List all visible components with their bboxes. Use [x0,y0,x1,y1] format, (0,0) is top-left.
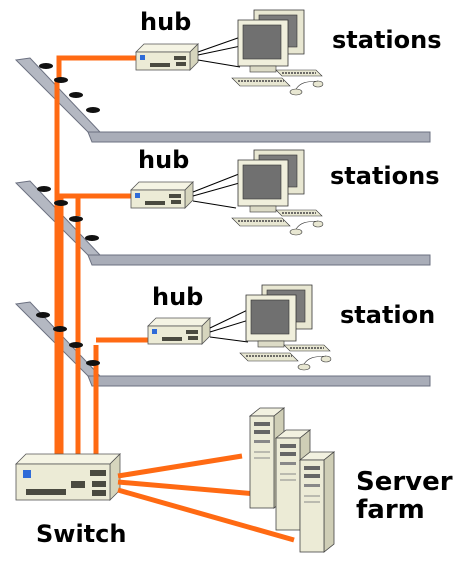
switch-icon [15,453,121,501]
floor-ports [36,63,100,366]
hub-icon [135,43,199,71]
hub-icon [147,317,211,345]
hub-cables [56,55,148,343]
stations-label-1: stations [332,26,442,54]
workstation-icon [231,9,324,96]
hub-label-1: hub [140,8,191,36]
stations-label-2: stations [330,162,440,190]
server-farm-label-line2: farm [356,495,425,525]
hub-label-2: hub [138,146,189,174]
server-tower-icon [299,451,335,553]
workstation-icon [231,149,324,236]
server-farm-label-line1: Server [356,467,453,497]
hub-icon [130,181,194,209]
server-cables [117,453,295,543]
station-label-3: station [340,301,435,329]
switch-label: Switch [36,520,126,548]
workstation-icon [239,284,332,371]
floor-1 [14,57,431,143]
hub-label-3: hub [152,283,203,311]
